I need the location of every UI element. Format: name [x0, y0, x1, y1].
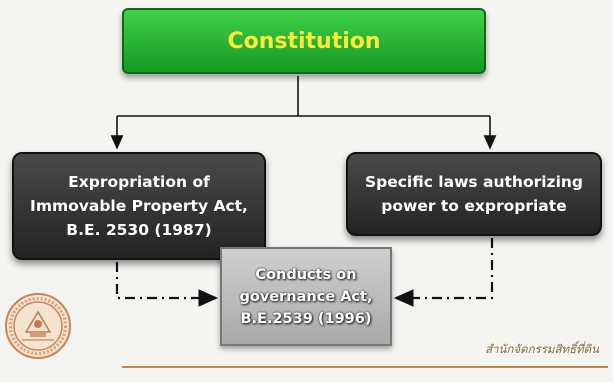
governance-act-box: Conducts on governance Act, B.E.2539 (19…: [220, 247, 392, 346]
constitution-box: Constitution: [122, 8, 486, 74]
specific-laws-box: Specific laws authorizing power to expro…: [346, 152, 602, 236]
footer-divider: [122, 366, 608, 368]
governance-act-label: Conducts on governance Act, B.E.2539 (19…: [239, 266, 373, 327]
expropriation-act-label: Expropriation of Immovable Property Act,…: [30, 173, 248, 239]
dashdot-left-connector: [115, 262, 219, 307]
expropriation-act-box: Expropriation of Immovable Property Act,…: [12, 152, 266, 260]
specific-laws-label: Specific laws authorizing power to expro…: [364, 173, 584, 215]
agency-caption: สำนักจัดกรรมสิทธิ์ที่ดิน: [485, 342, 599, 356]
dashdot-right-connector: [393, 238, 494, 307]
constitution-label: Constitution: [227, 28, 381, 54]
agency-seal-icon: [5, 293, 71, 359]
